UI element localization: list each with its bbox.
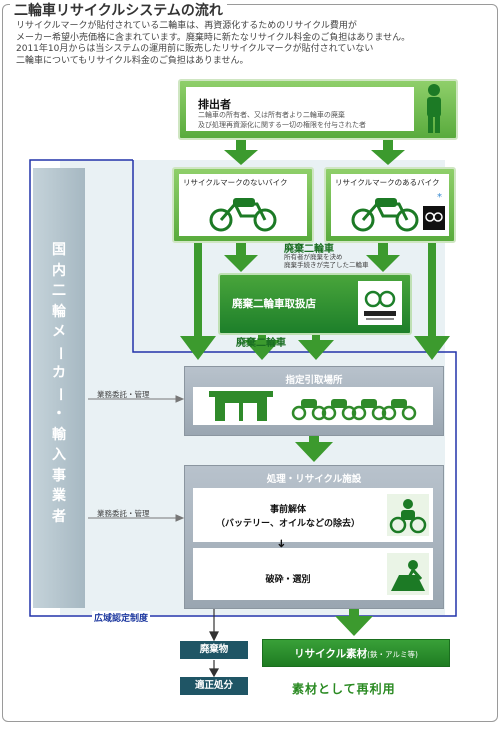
bike-with-mark-panel: リサイクルマークのあるバイク *	[331, 174, 449, 236]
abandoned-bike-label-2: 廃棄二輪車	[236, 338, 286, 349]
intro-line: リサイクルマークが貼付されている二輪車は、再資源化するためのリサイクル費用が	[16, 21, 357, 31]
manufacturer-importer-box: 国内二輪メーカー・輸入事業者	[33, 168, 85, 608]
bike-without-mark-label: リサイクルマークのないバイク	[183, 178, 288, 187]
dealer-label: 廃棄二輪車取扱店	[232, 298, 316, 310]
pre-dismantle-panel: 事前解体 （バッテリー、オイルなどの除去）	[193, 488, 433, 542]
arrow-left-long	[180, 241, 216, 360]
recycle-material-label: リサイクル素材(鉄・アルミ等)	[263, 646, 449, 661]
recycle-material-note: (鉄・アルミ等)	[367, 650, 418, 659]
pre-dismantle-title: 事前解体	[269, 505, 306, 515]
recycle-material-box: リサイクル素材(鉄・アルミ等)	[262, 639, 450, 667]
arrow-facility-material	[335, 608, 373, 636]
manufacturer-char: 業	[52, 488, 66, 504]
manufacturer-char: 入	[52, 447, 66, 463]
abandoned-bike-label: 廃棄二輪車	[284, 244, 334, 255]
arrow-right-long	[414, 241, 450, 360]
warehouse-icon	[209, 391, 273, 421]
arrow-bike-left-dealer	[224, 241, 258, 272]
designated-site-title: 指定引取場所	[285, 375, 343, 386]
manufacturer-char: 者	[52, 508, 66, 525]
recycling-facility-box: 処理・リサイクル施設 事前解体 （バッテリー、オイルなどの除去） ➜ 破砕・選別	[184, 465, 444, 609]
manufacturer-char: ・	[52, 406, 66, 422]
designated-site-panel	[193, 387, 433, 425]
manufacturer-char: 事	[52, 467, 66, 484]
crusher-icon	[387, 553, 429, 595]
manufacturer-char: メ	[52, 324, 66, 340]
manufacturer-char: 二	[52, 283, 66, 299]
manufacturer-char: 内	[52, 262, 66, 279]
motorcycle-icon	[351, 198, 419, 232]
manufacturer-char: 輸	[52, 426, 66, 443]
abandoned-bike-note: 所有者が廃棄を決め 廃棄手続きが完了した二輪車	[284, 253, 369, 269]
arrow-designated-facility	[295, 436, 333, 462]
rider-icon	[427, 84, 441, 133]
crush-sort-panel: 破砕・選別	[193, 548, 433, 600]
discharger-desc-line: 及び処理再資源化に関する一切の権限を付与された者	[198, 121, 366, 129]
wide-area-certification-label: 広域認定制度	[92, 611, 151, 624]
recycle-mark-icon	[423, 206, 445, 230]
motorcycles-group-icon	[291, 399, 417, 421]
asterisk-note: *	[437, 192, 442, 203]
crush-sort-label: 破砕・選別	[265, 575, 311, 585]
intro-line: 2011年10月からは当システムの運用前に販売したリサイクルマークが貼付されてい…	[16, 44, 374, 54]
down-arrow-icon: ➜	[275, 538, 289, 549]
consign-manage-label-2: 業務委託・管理	[97, 509, 150, 518]
motorcycle-icon	[209, 198, 277, 232]
intro-line: 二輪車についてもリサイクル料金のご負担はありません。	[16, 55, 249, 66]
recycling-facility-title: 処理・リサイクル施設	[266, 474, 362, 485]
abandoned-note-line: 所有者が廃棄を決め	[284, 253, 343, 261]
discharger-desc: 二輪車の所有者、又は所有者より二輪車の廃棄 及び処理再資源化に関する一切の権限を…	[198, 110, 366, 130]
intro-text: リサイクルマークが貼付されている二輪車は、再資源化するためのリサイクル費用が メ…	[16, 21, 486, 67]
outer-frame	[2, 4, 498, 722]
pre-dismantle-detail: （バッテリー、オイルなどの除去）	[216, 519, 360, 529]
arrow-dealer-designated-2	[298, 332, 334, 360]
page-title: 二輪車リサイクルシステムの流れ	[10, 0, 227, 20]
arrow-discharger-left	[224, 137, 258, 165]
designated-site-box: 指定引取場所	[184, 366, 444, 436]
manufacturer-char: カ	[52, 365, 66, 381]
waste-box: 廃棄物	[180, 641, 248, 659]
discharger-desc-line: 二輪車の所有者、又は所有者より二輪車の廃棄	[198, 111, 345, 119]
dealer-box: 廃棄二輪車取扱店	[218, 273, 412, 335]
discharger-box: 排出者 二輪車の所有者、又は所有者より二輪車の廃棄 及び処理再資源化に関する一切…	[178, 79, 458, 140]
bike-without-mark-box: リサイクルマークのないバイク	[172, 167, 314, 243]
manufacturer-char: 国	[52, 242, 66, 258]
dealer-logo-icon	[358, 281, 402, 325]
consign-manage-label-1: 業務委託・管理	[97, 390, 150, 399]
recycle-material-text: リサイクル素材	[294, 648, 368, 660]
wide-area-boundary	[29, 159, 457, 617]
intro-line: メーカー希望小売価格に含まれています。廃棄時に新たなリサイクル料金のご負担はあり…	[16, 32, 411, 43]
abandoned-note-line: 廃棄手続きが完了した二輪車	[284, 261, 369, 269]
arrow-dealer-designated-1	[244, 332, 280, 360]
dismantle-icon	[387, 494, 429, 536]
manufacturer-char: ー	[51, 386, 68, 401]
manufacturer-char: 輪	[52, 303, 66, 320]
proper-disposal-box: 適正処分	[180, 677, 248, 695]
manufacturer-importer-label: 国内二輪メーカー・輸入事業者	[33, 240, 85, 527]
arrow-bike-right-dealer	[366, 241, 400, 272]
bike-with-mark-box: リサイクルマークのあるバイク *	[324, 167, 456, 243]
bike-with-mark-label: リサイクルマークのあるバイク	[335, 178, 440, 187]
bike-without-mark-panel: リサイクルマークのないバイク	[179, 174, 307, 236]
discharger-panel: 排出者 二輪車の所有者、又は所有者より二輪車の廃棄 及び処理再資源化に関する一切…	[186, 87, 414, 131]
discharger-title: 排出者	[198, 98, 231, 111]
reuse-as-material-label: 素材として再利用	[292, 682, 396, 696]
arrow-discharger-right	[371, 137, 405, 165]
